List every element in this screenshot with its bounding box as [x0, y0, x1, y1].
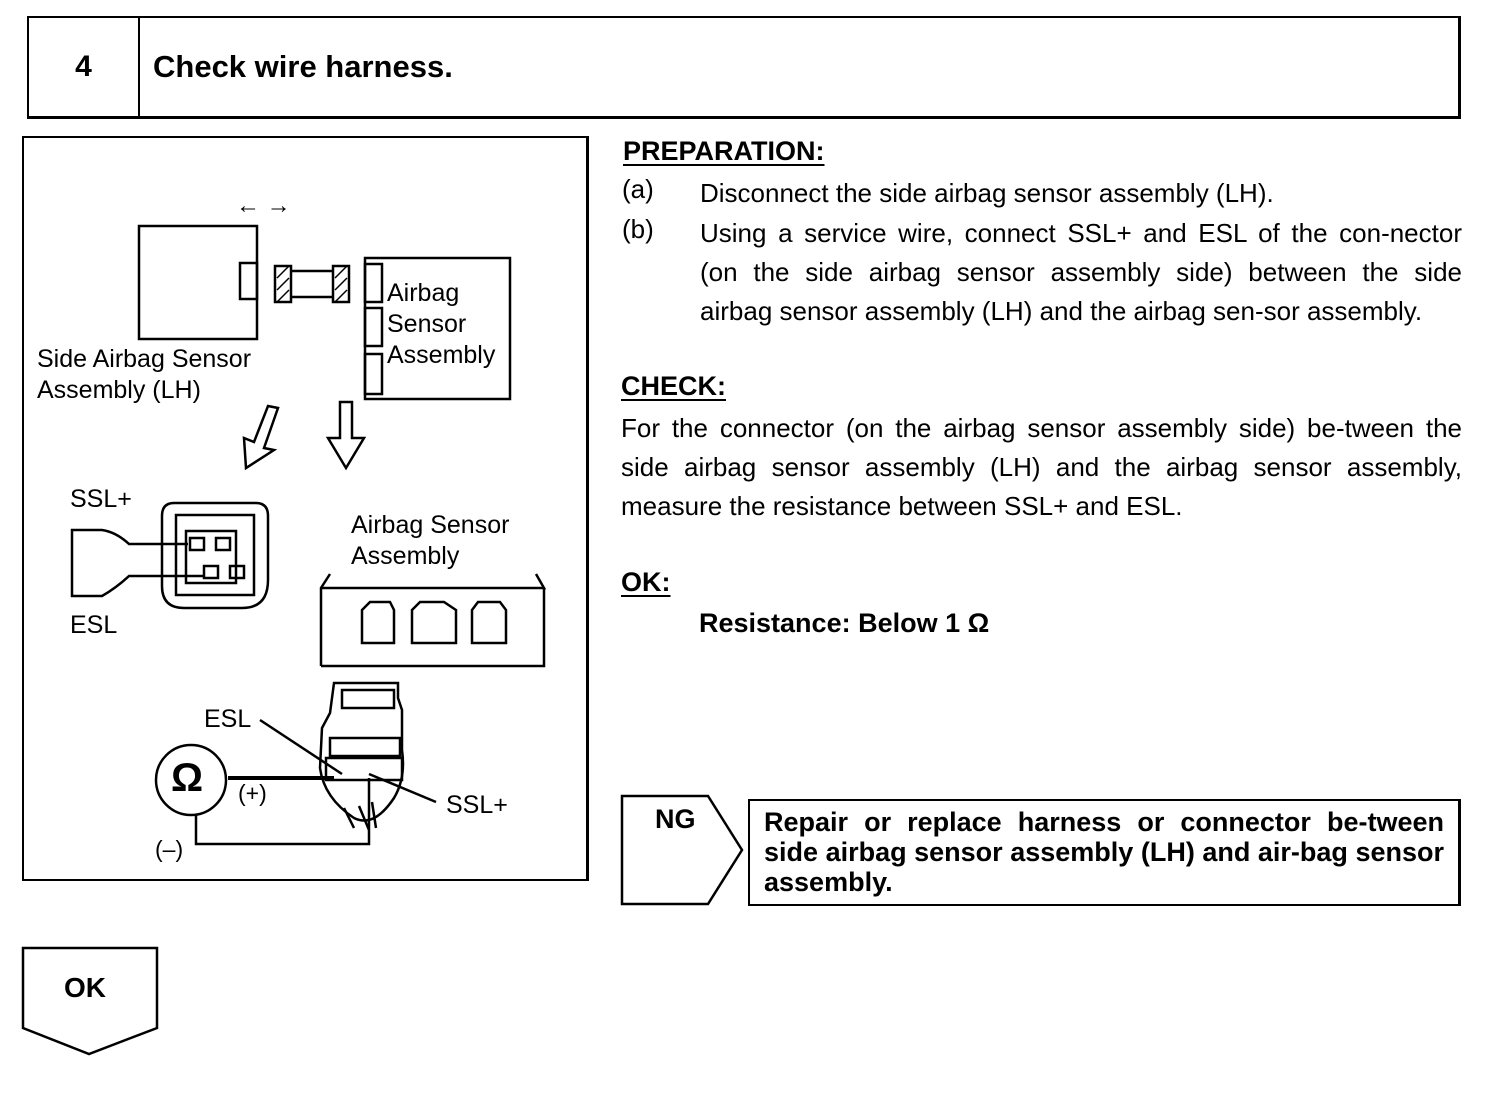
side-sensor-label: Side Airbag Sensor Assembly (LH) — [37, 344, 251, 406]
disconnect-arrows-icon: ← → — [236, 192, 291, 219]
ok-button-label: OK — [64, 972, 106, 1003]
airbag-sensor-label-top: Airbag Sensor Assembly — [387, 278, 495, 371]
plus-terminal-label: (+) — [238, 780, 267, 806]
airbag-sensor-label-mid: Airbag Sensor Assembly — [351, 510, 509, 572]
ok-arrow-shape — [21, 946, 159, 1056]
prep-item-b-text: Using a service wire, connect SSL+ and E… — [700, 218, 1462, 326]
resistance-spec: Resistance: Below 1 Ω — [699, 608, 990, 638]
ssl-plus-label-bottom: SSL+ — [446, 791, 508, 819]
airbag-sensor-label-top-line2: Sensor — [387, 310, 467, 338]
ng-action-box: Repair or replace harness or connector b… — [748, 799, 1461, 906]
step-number: 4 — [29, 18, 140, 116]
airbag-sensor-label-top-line3: Assembly — [387, 341, 496, 369]
check-heading: CHECK: — [621, 371, 726, 401]
prep-item-a-letter: (a) — [622, 174, 654, 204]
harness-plug-right — [331, 264, 351, 304]
diagram-drawing — [70, 224, 547, 846]
ng-arrow-shape — [620, 794, 744, 906]
ohmmeter — [154, 743, 228, 817]
airbag-sensor-housing — [319, 573, 547, 668]
side-sensor-connector — [238, 261, 259, 301]
ohm-icon: Ω — [171, 756, 204, 800]
preparation-heading: PREPARATION: — [623, 136, 825, 166]
ng-label: NG — [655, 804, 696, 834]
down-arrow-left — [242, 404, 280, 471]
harness-plug-left — [273, 264, 293, 304]
esl-label-top: ESL — [70, 611, 118, 639]
down-arrow-right — [325, 400, 367, 471]
ng-action-text: Repair or replace harness or connector b… — [764, 807, 1444, 897]
step-header: 4 Check wire harness. — [27, 16, 1461, 119]
ssl-plus-label-top: SSL+ — [70, 485, 132, 513]
connector-face — [160, 501, 270, 610]
check-text: For the connector (on the airbag sensor … — [621, 413, 1462, 521]
step-title: Check wire harness. — [153, 49, 453, 84]
airbag-sensor-label-mid-line2: Assembly — [351, 542, 460, 570]
prep-item-b-letter: (b) — [622, 214, 654, 244]
esl-label-bottom: ESL — [204, 705, 252, 733]
prep-item-a-text: Disconnect the side airbag sensor assemb… — [700, 178, 1274, 208]
bottom-connector — [318, 681, 405, 822]
service-wire — [70, 528, 204, 598]
minus-terminal-label: (–) — [155, 836, 184, 862]
ok-heading: OK: — [621, 567, 671, 597]
side-sensor-label-line2: Assembly (LH) — [37, 376, 201, 404]
wiring-diagram: ← → Side Airbag Sensor Assembly (LH) Air… — [22, 136, 589, 881]
airbag-sensor-label-mid-line1: Airbag Sensor — [351, 511, 510, 539]
airbag-sensor-label-top-line1: Airbag — [387, 279, 460, 307]
side-sensor-label-line1: Side Airbag Sensor — [37, 345, 252, 373]
